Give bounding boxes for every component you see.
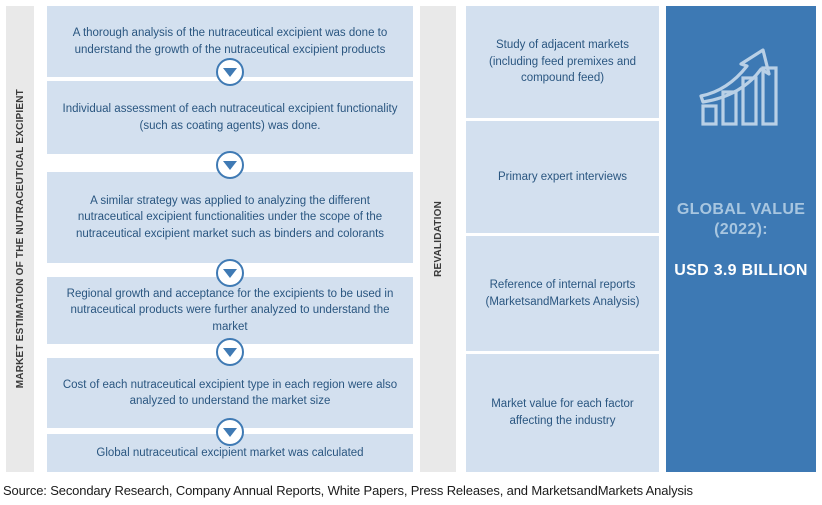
process-step-2: Individual assessment of each nutraceuti… [47,81,413,154]
global-value-amount: USD 3.9 BILLION [674,261,808,279]
growth-bar-chart-arrow-icon [689,34,793,138]
source-footer: Source: Secondary Research, Company Annu… [0,476,822,505]
triangle-down-glyph [223,68,237,77]
revalidation-item-2-text: Primary expert interviews [497,170,628,183]
chevron-down-circle-icon [216,58,244,86]
process-step-4-text: Regional growth and acceptance for the e… [66,288,394,333]
triangle-down-glyph [223,269,237,278]
process-step-2-text: Individual assessment of each nutraceuti… [62,103,398,132]
rail-mid-label: REVALIDATION [432,201,444,277]
rail-market-estimation: MARKET ESTIMATION OF THE NUTRACEUTICAL E… [6,6,34,472]
revalidation-item-3-text: Reference of internal reports (Marketsan… [485,278,640,308]
process-step-1-text: A thorough analysis of the nutraceutical… [72,27,388,56]
chevron-down-circle-icon [216,418,244,446]
global-value-panel: GLOBAL VALUE (2022): USD 3.9 BILLION [666,6,816,472]
revalidation-item-4-text: Market value for each factor affecting t… [491,398,634,427]
global-value-label: GLOBAL VALUE (2022): [676,201,806,239]
rail-left-label: MARKET ESTIMATION OF THE NUTRACEUTICAL E… [14,89,26,389]
revalidation-item-3: Reference of internal reports (Marketsan… [466,236,659,351]
revalidation-item-2: Primary expert interviews [466,121,659,233]
chevron-down-circle-icon [216,259,244,287]
revalidation-item-1: Study of adjacent markets (including fee… [466,6,659,118]
process-step-4: Regional growth and acceptance for the e… [47,277,413,344]
process-step-5-text: Cost of each nutraceutical excipient typ… [62,378,398,407]
chevron-down-circle-icon [216,338,244,366]
triangle-down-glyph [223,348,237,357]
chevron-down-circle-icon [216,151,244,179]
process-step-3-text: A similar strategy was applied to analyz… [75,195,385,240]
revalidation-item-1-text: Study of adjacent markets (including fee… [488,38,637,85]
rail-revalidation: REVALIDATION [420,6,456,472]
revalidation-column: Study of adjacent markets (including fee… [466,6,659,472]
process-step-5: Cost of each nutraceutical excipient typ… [47,358,413,428]
process-step-6-text: Global nutraceutical excipient market wa… [96,446,364,459]
revalidation-item-4: Market value for each factor affecting t… [466,354,659,472]
process-step-column: A thorough analysis of the nutraceutical… [47,6,413,472]
process-step-3: A similar strategy was applied to analyz… [47,172,413,263]
triangle-down-glyph [223,161,237,170]
triangle-down-glyph [223,428,237,437]
source-footer-text: Source: Secondary Research, Company Annu… [3,483,693,498]
